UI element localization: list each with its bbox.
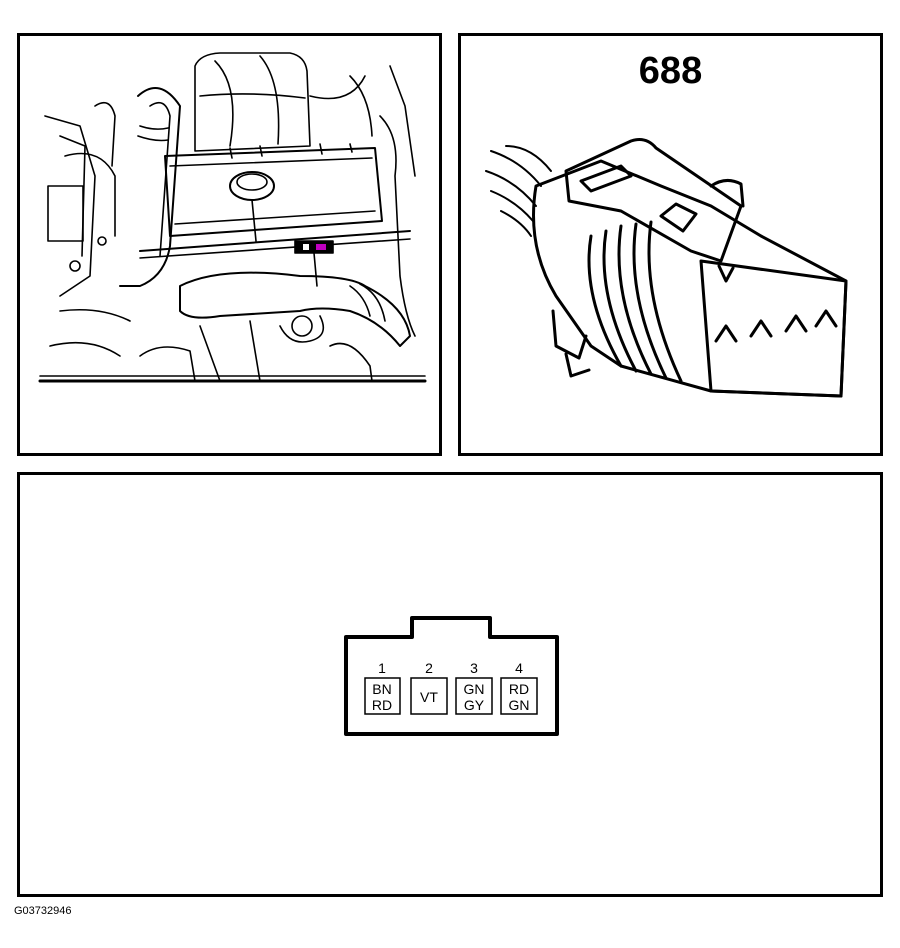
pin-3-color-2: GY <box>464 697 485 713</box>
pin-3-cavity <box>455 677 493 715</box>
pin-1: 1 BN RD <box>364 660 401 715</box>
connector-face-outline <box>344 616 559 736</box>
pin-4-color-1: RD <box>509 681 529 697</box>
pin-4-cavity <box>500 677 538 715</box>
pin-3: 3 GN GY <box>455 660 493 715</box>
engine-illustration <box>38 52 427 383</box>
pin-4-number: 4 <box>515 660 523 676</box>
connector-illustration-panel: 688 <box>458 33 883 456</box>
pin-2-number: 2 <box>425 660 433 676</box>
pin-3-color-1: GN <box>464 681 485 697</box>
figure-id: G03732946 <box>14 905 72 917</box>
pin-1-color-2: RD <box>372 697 392 713</box>
pin-2: 2 VT <box>410 660 448 715</box>
pin-4-color-2: GN <box>509 697 530 713</box>
pin-2-color-1: VT <box>420 689 438 705</box>
pin-2-cavity <box>410 677 448 715</box>
pin-3-number: 3 <box>470 660 478 676</box>
pin-1-number: 1 <box>378 660 386 676</box>
connector-number: 688 <box>638 50 703 92</box>
pin-4: 4 RD GN <box>500 660 538 715</box>
pin-1-color-1: BN <box>372 681 391 697</box>
pinout-diagram: 1 BN RD 2 VT 3 GN GY 4 RD GN <box>344 616 559 736</box>
engine-location-panel <box>17 33 442 456</box>
pinout-panel: 1 BN RD 2 VT 3 GN GY 4 RD GN <box>17 472 883 897</box>
pin-1-cavity <box>364 677 401 715</box>
connector-illustration <box>485 138 848 398</box>
